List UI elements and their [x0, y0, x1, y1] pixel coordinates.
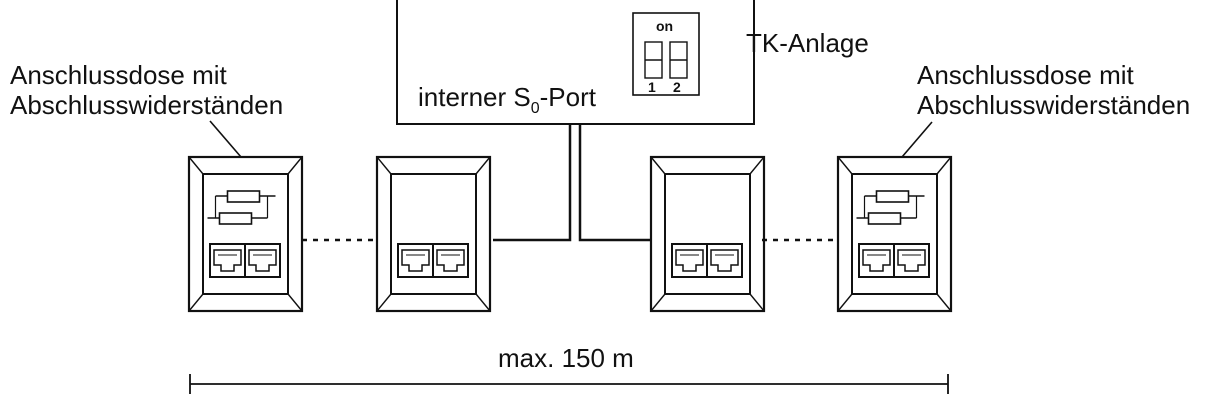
callout-right-line [901, 121, 933, 158]
right-socket-label-line2: Abschlusswiderständen [917, 90, 1191, 120]
left-socket-label-line1: Anschlussdose mit [10, 60, 227, 90]
tk-anlage-box [396, 0, 755, 125]
callout-left-line [209, 120, 242, 158]
distance-dimension [189, 374, 949, 394]
s0-port-subscript: 0 [530, 100, 540, 117]
rj45-double-jack [397, 243, 469, 278]
socket-terminated-left [187, 155, 304, 313]
switch-2-label: 2 [673, 79, 681, 95]
right-socket-label-line1: Anschlussdose mit [917, 60, 1134, 90]
socket-left [375, 155, 492, 313]
bus-lines [493, 124, 651, 242]
switch-1-label: 1 [648, 79, 656, 95]
distance-label: max. 150 m [498, 343, 634, 373]
right-socket-label: Anschlussdose mit Abschlusswiderständen [917, 60, 1207, 120]
switch-on-label: on [656, 18, 673, 34]
socket-terminated-right [836, 155, 953, 313]
termination-resistors [207, 190, 276, 225]
socket-right [649, 155, 766, 313]
dip-switch [632, 12, 700, 96]
rj45-double-jack [858, 243, 930, 278]
tk-anlage-label: TK-Anlage [746, 28, 869, 58]
s0-port-label: interner S0-Port [418, 82, 596, 117]
rj45-double-jack [209, 243, 281, 278]
sockets-group [187, 155, 953, 313]
s0-port-suffix: -Port [539, 82, 596, 112]
termination-resistors [856, 190, 925, 225]
left-socket-label-line2: Abschlusswiderständen [10, 90, 284, 120]
left-socket-label: Anschlussdose mit Abschlusswiderständen [10, 60, 310, 120]
s0-port-prefix: interner S [418, 82, 531, 112]
rj45-double-jack [671, 243, 743, 278]
